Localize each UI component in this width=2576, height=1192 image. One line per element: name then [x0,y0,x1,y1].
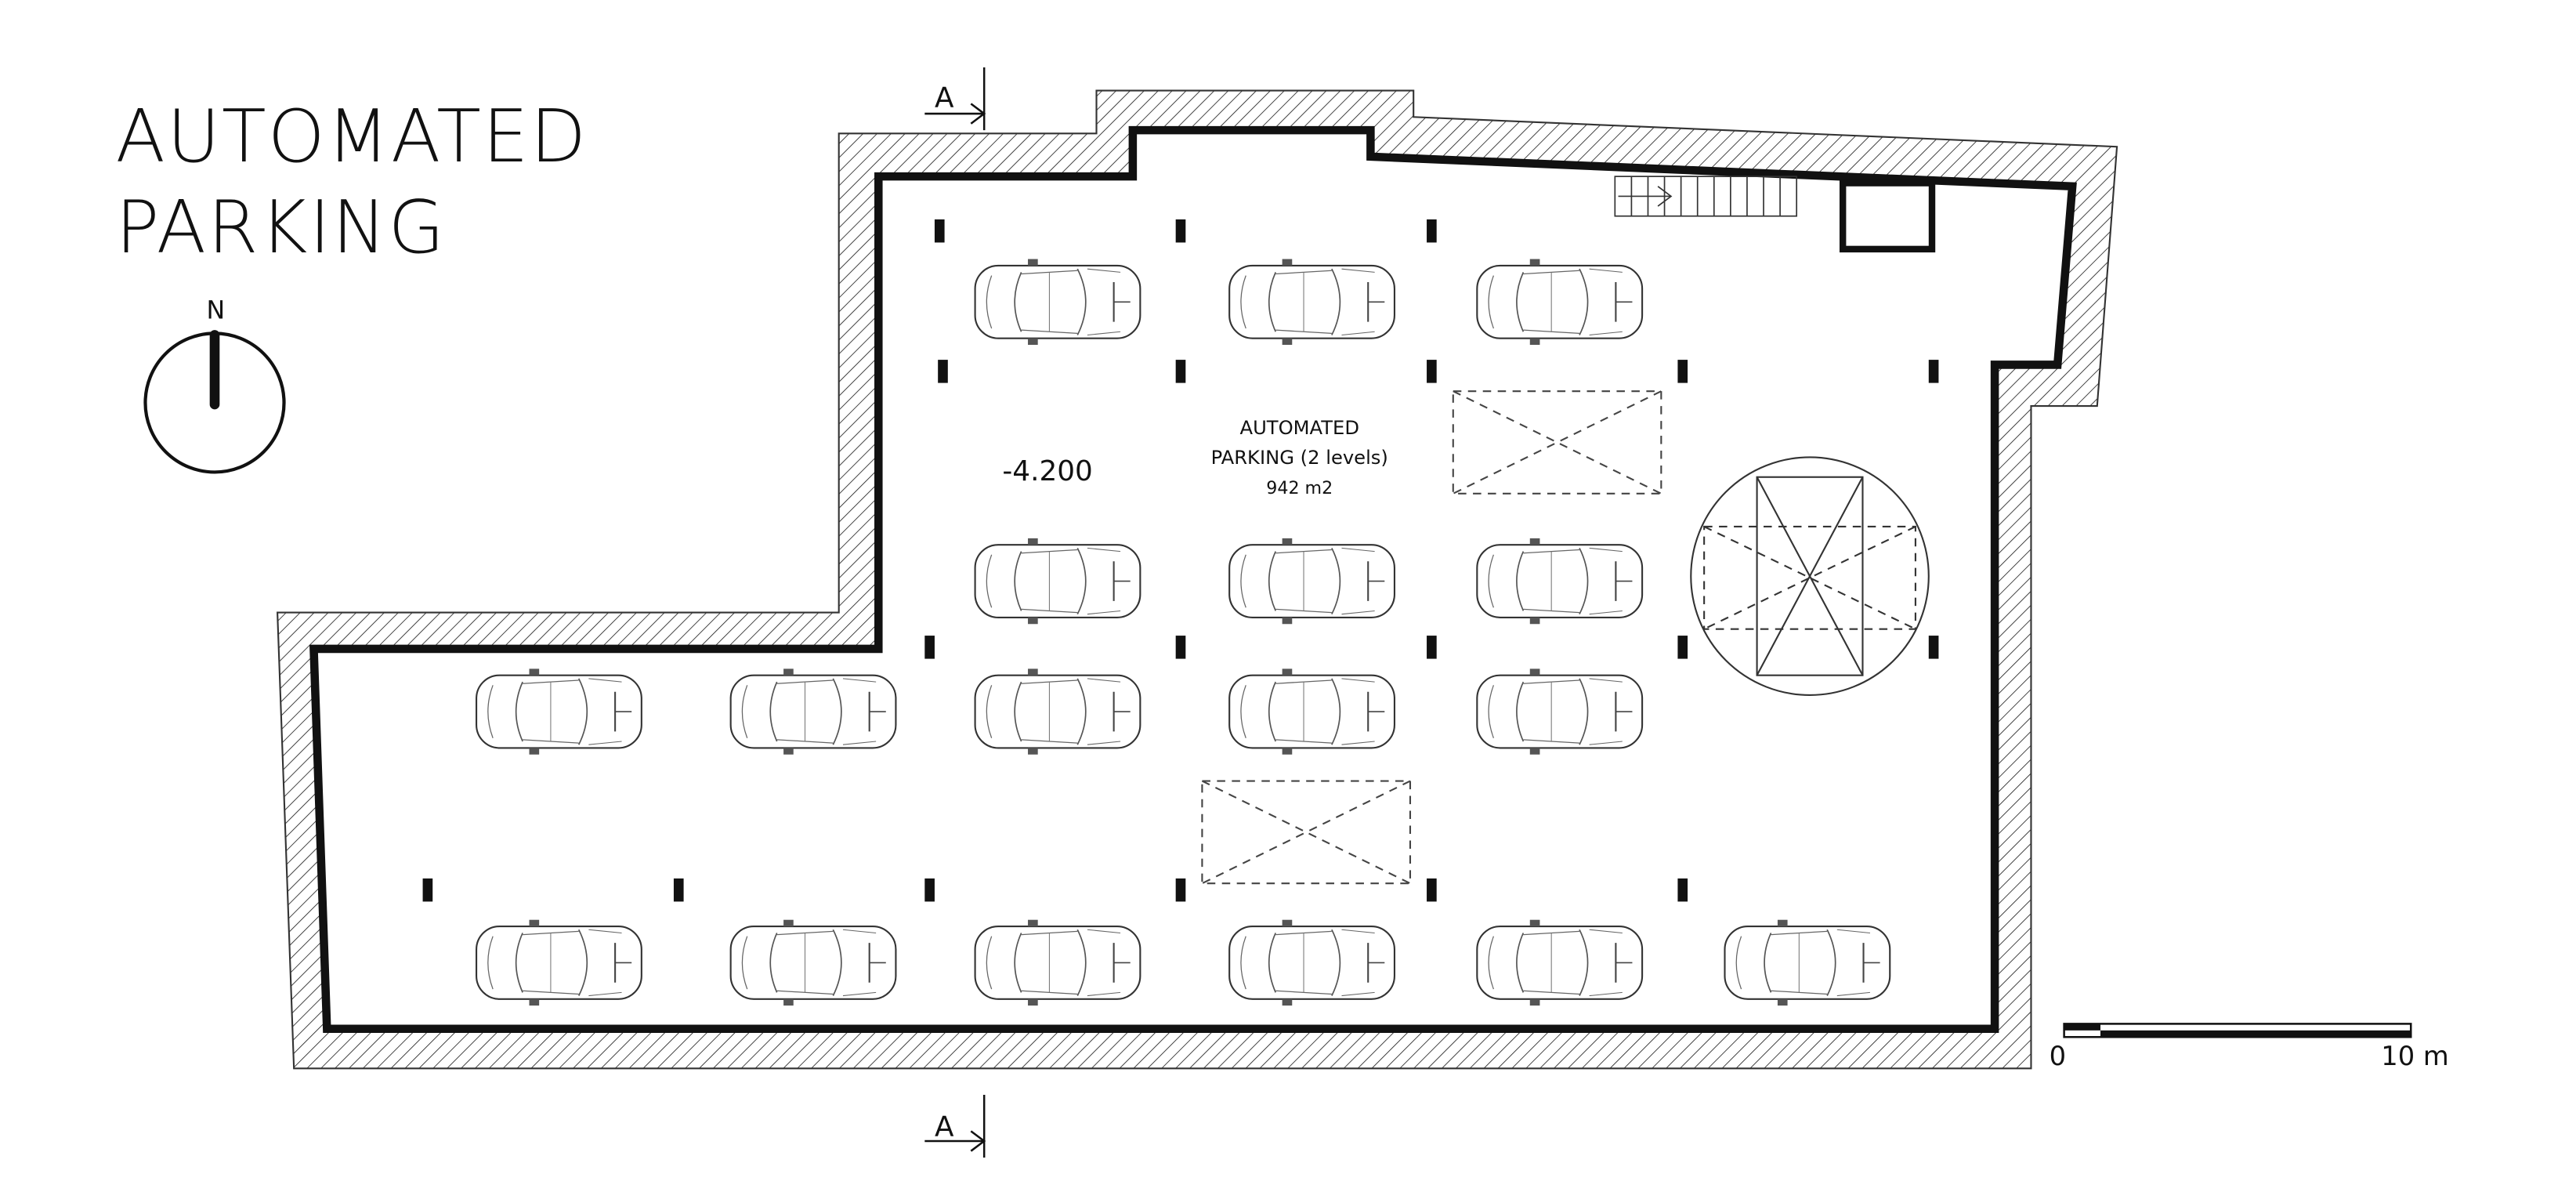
car-top-view-icon [729,919,897,1006]
car-top-view-icon [1476,538,1644,625]
area-label-line-3: 942 m2 [1266,478,1333,498]
car-top-view-icon [974,919,1141,1006]
lift-platform-upper [1452,390,1662,495]
lift-platform-lower [1201,780,1412,885]
car-top-view-icon [1228,919,1396,1006]
car-top-view-icon [974,259,1141,346]
car-top-view-icon [1476,668,1644,755]
section-label-top: A [935,82,954,114]
service-shaft [1839,179,1936,253]
car-top-view-icon [1724,919,1891,1006]
scale-bar-end: 10 m [2381,1041,2448,1071]
car-top-view-icon [476,668,642,755]
stairs [1614,176,1798,217]
area-label-line-2: PARKING (2 levels) [1211,447,1388,469]
section-marker-bottom [924,1095,986,1158]
car-top-view-icon [729,668,897,755]
car-top-view-icon [476,919,642,1006]
car-top-view-icon [1476,919,1644,1006]
title-line-1: AUTOMATED [116,94,588,179]
car-top-view-icon [1228,538,1396,625]
section-label-bottom: A [935,1111,954,1143]
floor-level-label: -4.200 [1002,455,1092,487]
car-top-view-icon [1228,668,1396,755]
section-marker-top [924,67,986,131]
structural-columns [422,219,1939,902]
north-arrow-icon [143,330,286,474]
north-label: N [206,296,225,324]
car-top-view-icon [974,668,1141,755]
area-label-line-1: AUTOMATED [1240,417,1359,439]
perimeter-wall [309,125,2077,1033]
scale-bar [2063,1023,2412,1038]
car-turntable [1690,456,1930,697]
car-top-view-icon [1228,259,1396,346]
car-top-view-icon [1476,259,1644,346]
title-line-2: PARKING [116,185,447,270]
scale-bar-start: 0 [2050,1041,2066,1071]
car-top-view-icon [974,538,1141,625]
